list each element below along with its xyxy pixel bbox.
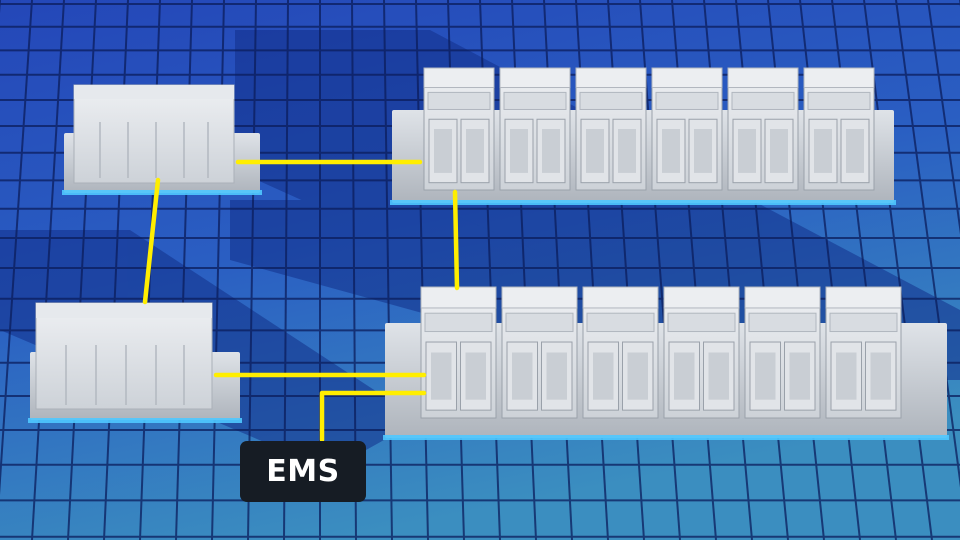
line-ems-to-battery-bottom xyxy=(319,390,427,443)
battery-container-vent xyxy=(424,312,493,333)
battery-container xyxy=(575,67,647,191)
battery-container-panel xyxy=(431,352,452,400)
battery-container-panel xyxy=(546,352,567,400)
pcs-unit-bottom xyxy=(28,302,242,423)
battery-container-panel xyxy=(789,352,810,400)
battery-container-roof xyxy=(651,67,723,89)
battery-container-panel xyxy=(512,352,533,400)
battery-container xyxy=(803,67,875,191)
battery-container-vent xyxy=(503,91,567,110)
pcs-cabinet-top-doors xyxy=(99,122,209,178)
battery-container-vent xyxy=(731,91,795,110)
battery-platform-glow-top xyxy=(390,200,896,205)
line-pcs-top-to-pcs-bottom xyxy=(142,177,161,305)
battery-container-panel xyxy=(846,129,864,173)
battery-container-panel xyxy=(586,129,604,173)
battery-container-panel xyxy=(593,352,614,400)
battery-container-vent xyxy=(586,312,655,333)
battery-container-panel xyxy=(708,352,729,400)
battery-container-roof xyxy=(744,286,821,309)
battery-container-roof xyxy=(803,67,875,89)
battery-container-panel xyxy=(738,129,756,173)
battery-container-panel xyxy=(662,129,680,173)
grid-line-vertical xyxy=(639,0,681,540)
grid-line-vertical xyxy=(895,0,960,488)
battery-container-roof xyxy=(663,286,740,309)
battery-container-vent xyxy=(748,312,817,333)
battery-container-roof xyxy=(420,286,497,309)
battery-container-panel xyxy=(770,129,788,173)
battery-container-roof xyxy=(575,67,647,89)
battery-container-vent xyxy=(427,91,491,110)
battery-container-vent xyxy=(505,312,574,333)
pcs-cabinet-bottom-roof xyxy=(36,303,212,318)
battery-container xyxy=(501,286,578,419)
pcs-cabinet-top-roof xyxy=(74,85,234,99)
grid-line-vertical xyxy=(415,0,429,540)
battery-container-panel xyxy=(542,129,560,173)
battery-container-panel xyxy=(755,352,776,400)
battery-container xyxy=(744,286,821,419)
line-battery-top-to-battery-bottom xyxy=(452,189,460,291)
pcs-unit-top xyxy=(62,84,262,195)
battery-container xyxy=(825,286,902,419)
battery-container-panel xyxy=(674,352,695,400)
battery-container-vent xyxy=(579,91,643,110)
battery-container-panel xyxy=(836,352,857,400)
battery-platform-glow-bottom xyxy=(383,435,949,440)
grid-line-vertical xyxy=(31,0,65,540)
pcs-cabinet-bottom xyxy=(35,302,213,410)
grid-line-vertical xyxy=(863,0,933,540)
battery-container xyxy=(423,67,495,191)
ems-label: EMS xyxy=(240,441,366,502)
battery-container-panel xyxy=(814,129,832,173)
battery-container-panel xyxy=(694,129,712,173)
pcs-platform-glow-bottom xyxy=(28,418,242,423)
battery-container-roof xyxy=(825,286,902,309)
battery-container xyxy=(420,286,497,419)
battery-row-top xyxy=(423,67,875,191)
battery-container xyxy=(727,67,799,191)
battery-container-panel xyxy=(870,352,891,400)
battery-container xyxy=(499,67,571,191)
battery-container-panel xyxy=(434,129,452,173)
pcs-cabinet-bottom-doors xyxy=(65,345,185,405)
battery-container-panel xyxy=(465,352,486,400)
connection-lines xyxy=(142,159,460,443)
battery-container-roof xyxy=(423,67,495,89)
battery-container-vent xyxy=(807,91,871,110)
pcs-platform-glow-top xyxy=(62,190,262,195)
battery-container-vent xyxy=(655,91,719,110)
battery-container xyxy=(582,286,659,419)
battery-container-roof xyxy=(582,286,659,309)
battery-row-bottom xyxy=(420,286,902,419)
grid-line-vertical xyxy=(383,0,393,540)
grid-line-vertical xyxy=(0,0,33,496)
battery-container-roof xyxy=(727,67,799,89)
battery-container-panel xyxy=(618,129,636,173)
battery-container-panel xyxy=(627,352,648,400)
grid-line-vertical xyxy=(927,0,960,235)
battery-container-roof xyxy=(501,286,578,309)
battery-container xyxy=(651,67,723,191)
battery-container-vent xyxy=(829,312,898,333)
pcs-cabinet-top xyxy=(73,84,235,184)
battery-container-panel xyxy=(510,129,528,173)
battery-container-panel xyxy=(466,129,484,173)
battery-container-roof xyxy=(499,67,571,89)
battery-container-vent xyxy=(667,312,736,333)
battery-container xyxy=(663,286,740,419)
